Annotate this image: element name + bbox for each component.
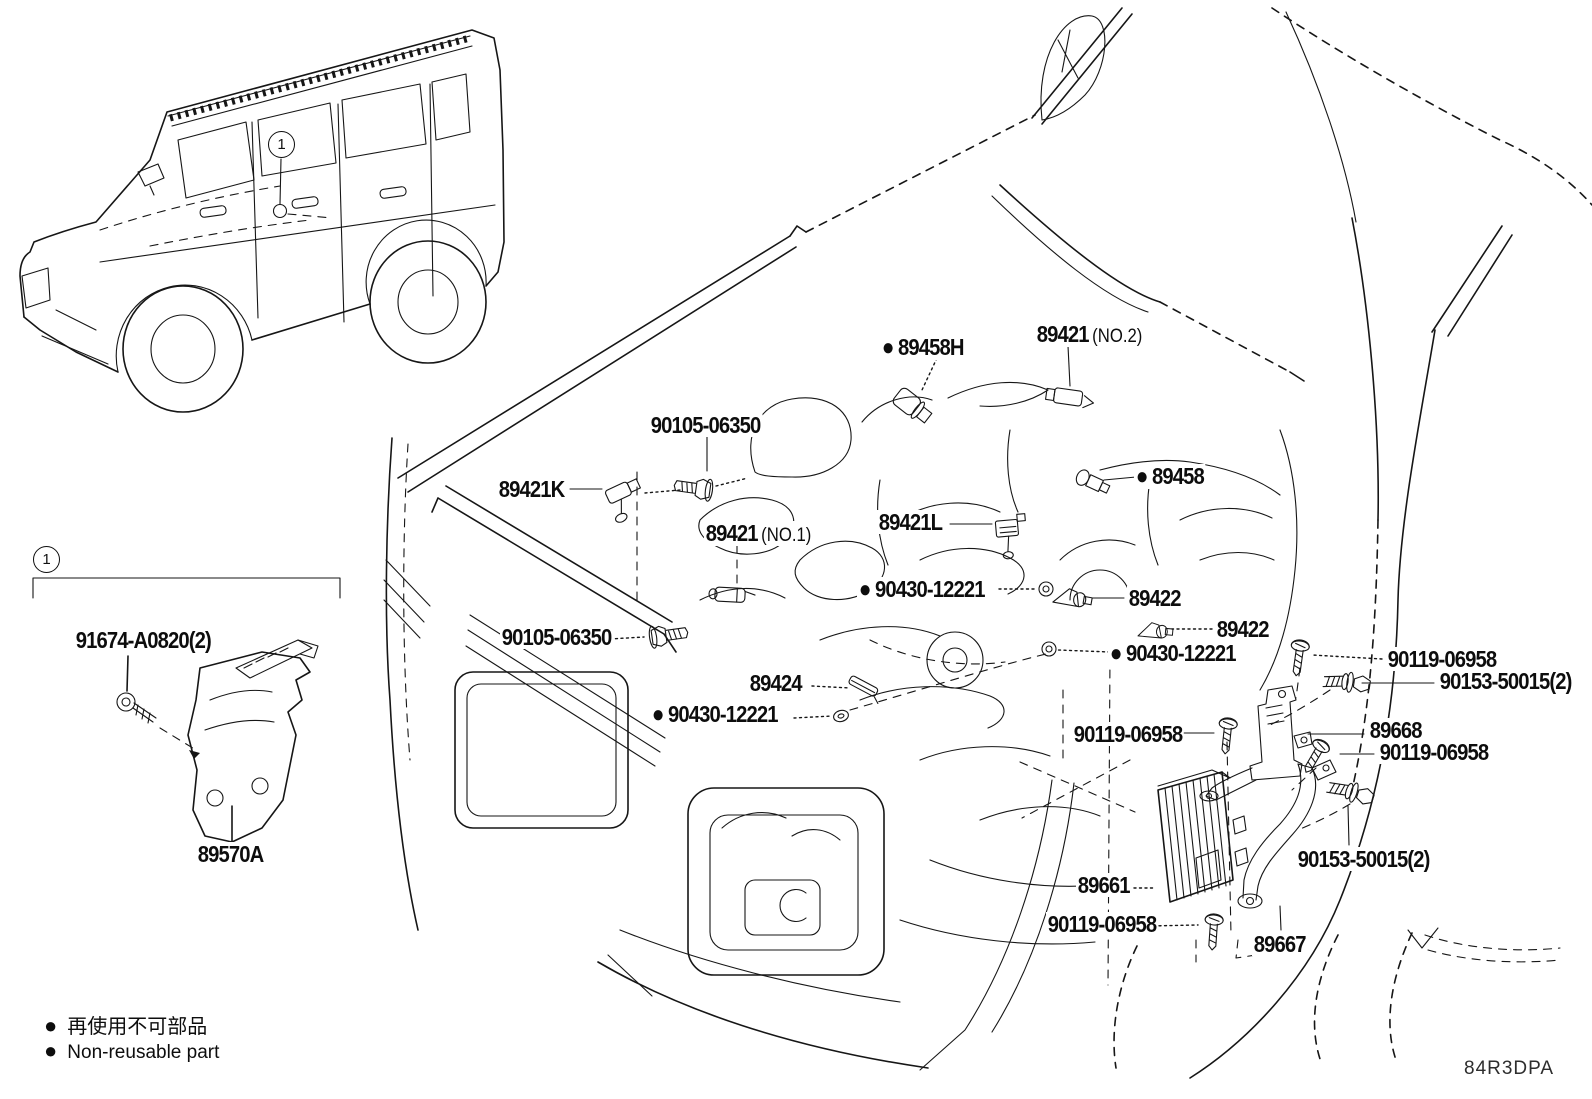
part-label-89421-no1: 89421(NO.1): [704, 520, 814, 546]
part-label-90119-06958-d: 90119-06958: [1046, 911, 1159, 937]
sensor-89458h-icon: [892, 387, 933, 424]
sensor-89422-upper-icon: [1052, 588, 1093, 608]
ecu-89661-drawing: [1157, 769, 1249, 903]
sensor-89424-icon: [848, 675, 879, 705]
screw-91674-icon: [116, 692, 200, 759]
vehicle-overview-sketch: [19, 29, 505, 413]
bracket-89570a-drawing: [32, 577, 341, 844]
sensor-89421l-icon: [994, 513, 1026, 560]
part-label-90119-06958-b: 90119-06958: [1072, 721, 1185, 747]
part-label-90430-12221-a: ●90430-12221: [857, 576, 987, 603]
screw-90119-c-icon: [1304, 738, 1330, 773]
screw-90119-a-icon: [1290, 639, 1310, 677]
non-reusable-bullet: ●: [858, 576, 872, 603]
callout-1-vehicle: 1: [268, 131, 295, 158]
part-label-90430-12221-c: ●90430-12221: [650, 701, 780, 728]
part-label-91674-a0820: 91674-A0820(2): [74, 627, 213, 653]
part-label-89422-b: 89422: [1215, 616, 1271, 642]
bolt-90105-lower-icon: [648, 625, 689, 649]
part-label-89667: 89667: [1252, 931, 1308, 957]
bolt-90105-top-icon: [673, 478, 714, 502]
part-label-90105-06350-b: 90105-06350: [500, 624, 614, 650]
screw-90119-d-icon: [1204, 913, 1224, 951]
part-label-89570a: 89570A: [196, 841, 266, 867]
part-label-90119-06958-c: 90119-06958: [1378, 739, 1491, 765]
non-reusable-bullet: ●: [651, 701, 665, 728]
bolt-90153-b-icon: [1326, 782, 1375, 805]
part-label-89668: 89668: [1368, 717, 1424, 743]
grommet-90430-middle-icon: [1041, 641, 1057, 657]
grommet-90430-upper-icon: [1038, 581, 1054, 597]
engine-bay-body-lines: [397, 7, 1592, 1079]
non-reusable-bullet: ●: [881, 334, 895, 361]
part-label-89458: ●89458: [1134, 463, 1206, 490]
part-label-89421l: 89421L: [877, 509, 944, 535]
screw-90119-b-icon: [1218, 717, 1238, 755]
bracket-89667-drawing: [1237, 759, 1337, 909]
diagram-code: 84R3DPA: [1464, 1058, 1555, 1079]
part-label-90119-06958-a: 90119-06958: [1386, 646, 1499, 672]
non-reusable-bullet: ●: [44, 1038, 58, 1063]
sensor-89458-icon: [1075, 469, 1111, 494]
sensor-89421k-icon: [604, 478, 641, 523]
part-label-89422-a: 89422: [1127, 585, 1183, 611]
grommet-90430-lower-icon: [833, 709, 849, 723]
non-reusable-bullet: ●: [1135, 463, 1149, 490]
callout-1-detail: 1: [33, 546, 60, 573]
non-reusable-bullet: ●: [44, 1013, 58, 1038]
part-label-90153-50015-b: 90153-50015(2): [1296, 846, 1432, 872]
part-label-89458h: ●89458H: [880, 334, 966, 361]
part-label-90153-50015-a: 90153-50015(2): [1438, 668, 1574, 694]
sensor-89422-lower-icon: [1137, 622, 1174, 639]
part-label-89421k: 89421K: [497, 476, 567, 502]
sensor-89421-no2-icon: [1045, 387, 1095, 409]
part-label-89424: 89424: [748, 670, 804, 696]
legend-non-reusable-jp: ●再使用不可部品: [44, 1013, 208, 1038]
part-label-89421-no2: 89421(NO.2): [1035, 321, 1145, 347]
sensor-89421-no1-icon: [708, 586, 756, 603]
non-reusable-bullet: ●: [1109, 640, 1123, 667]
legend-non-reusable-en: ●Non-reusable part: [44, 1038, 220, 1063]
front-bumper-grille-sketch: [383, 437, 929, 1069]
part-label-89661: 89661: [1076, 872, 1132, 898]
bolt-90153-a-icon: [1322, 671, 1371, 693]
part-label-90105-06350-top: 90105-06350: [649, 412, 763, 438]
bracket-89668-drawing: [1199, 685, 1313, 802]
part-label-90430-12221-b: ●90430-12221: [1108, 640, 1238, 667]
